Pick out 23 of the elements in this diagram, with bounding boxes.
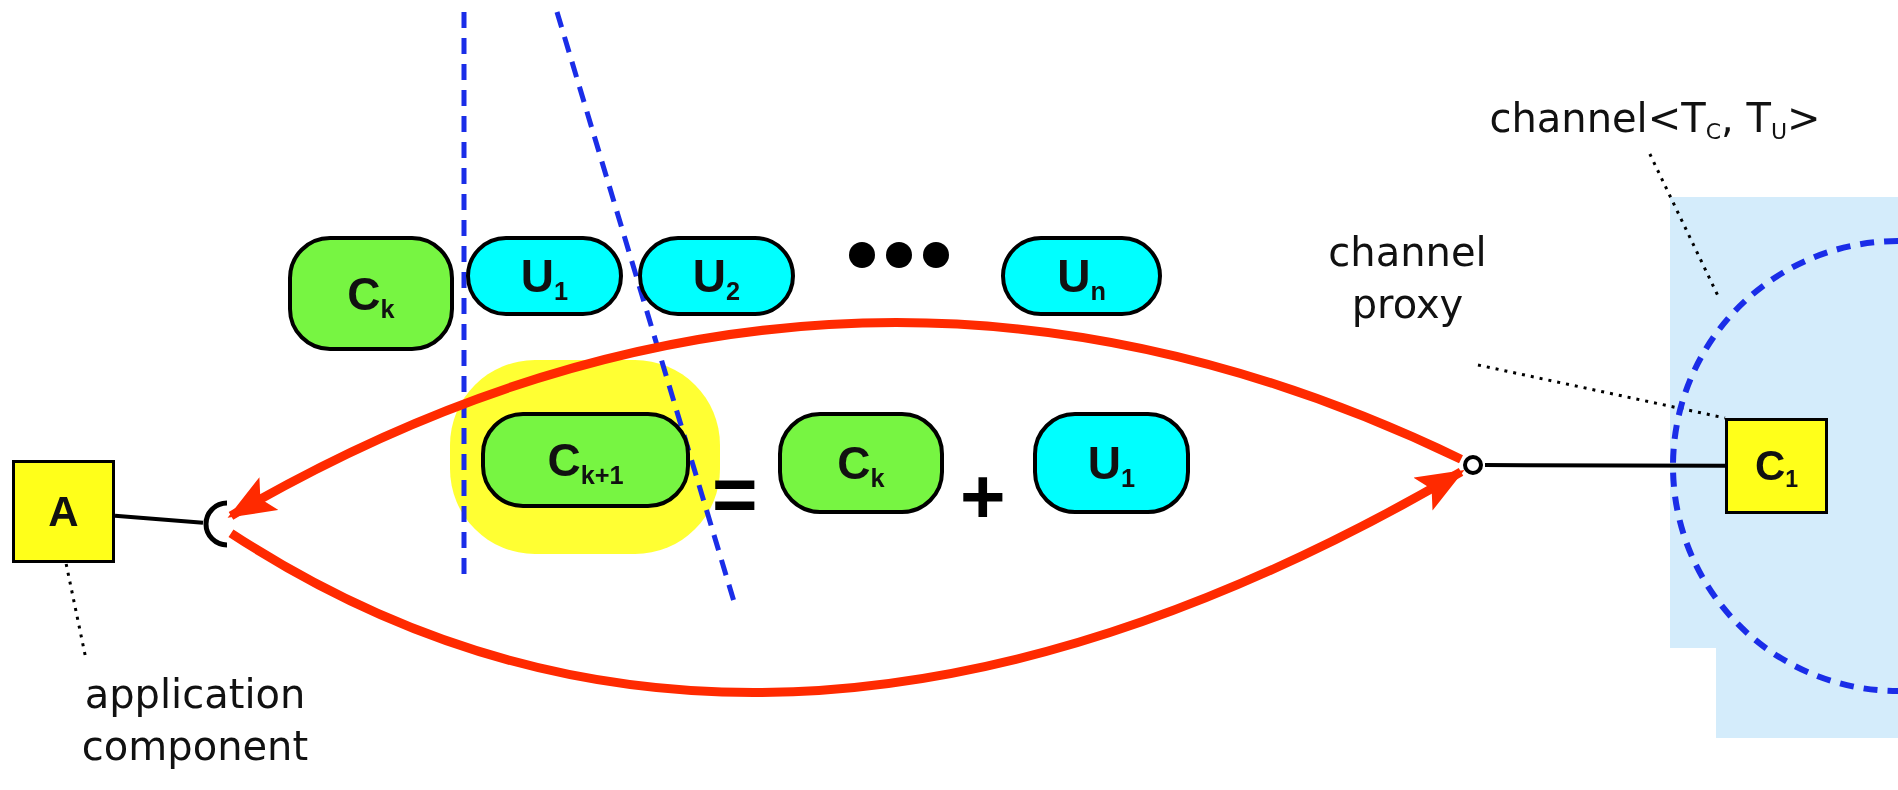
pill-box: U$_{2}$ [638,236,795,316]
math-symbol: = [712,455,758,533]
caption-text: application component [10,655,380,785]
caption-text: channel<T$_{C}$, T$_{U}$> [1440,82,1870,154]
pill-box: C$_{k+1}$ [481,412,690,508]
dashed-arc [1670,238,1898,694]
pill-box: C$_{k}$ [778,412,944,514]
caption-text: channel proxy [1315,190,1500,365]
pill-box: U$_{n}$ [1001,236,1162,316]
leader-line [1477,363,1726,420]
math-symbol: + [960,457,1006,535]
curved-arrow [228,468,1465,696]
leader-line [64,562,87,656]
pill-box: U$_{1}$ [1033,412,1190,514]
connector-line [1485,463,1725,468]
square-box: A [12,460,115,563]
connector-line [114,513,204,525]
square-box: C$_{1}$ [1725,418,1828,514]
pill-box: C$_{k}$ [288,236,454,351]
curved-arrow [227,319,1463,520]
leader-line [1648,153,1720,297]
port-circle [1461,453,1485,477]
pill-box: U$_{1}$ [466,236,623,316]
